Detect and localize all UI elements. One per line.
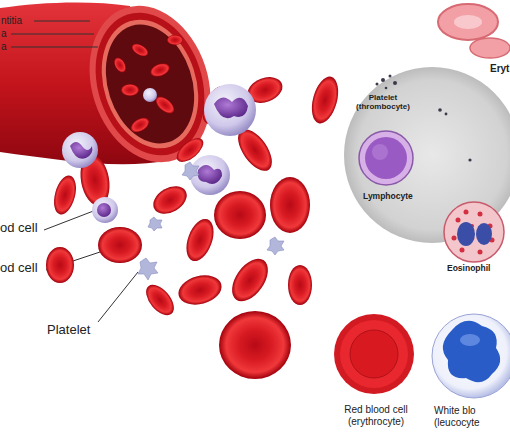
smear-label: Eosinophil xyxy=(447,264,490,274)
layer-label: a xyxy=(1,41,7,53)
cell-caption: Red blood cell (erythrocyte) xyxy=(334,404,418,427)
platelets xyxy=(138,162,284,280)
smear-label: Eryt xyxy=(490,63,509,75)
cell-caption: (leucocyte xyxy=(434,417,480,429)
smear-view xyxy=(344,4,510,262)
blood-vessel xyxy=(0,0,230,178)
cell-label: Platelet xyxy=(47,323,90,338)
layer-label: a xyxy=(1,28,7,40)
red-blood-cells xyxy=(46,73,343,379)
cell-caption: White blo xyxy=(434,405,476,417)
layer-label: ntitia xyxy=(1,15,22,27)
cell-label: od cell xyxy=(0,261,38,276)
cell-label: od cell xyxy=(0,221,38,236)
lumen-cells xyxy=(112,35,183,135)
white-blood-cells xyxy=(62,84,256,223)
smear-label: Platelet (thrombocyte) xyxy=(348,93,418,111)
large-cells xyxy=(334,314,510,398)
leader-lines xyxy=(11,21,138,322)
smear-label: Lymphocyte xyxy=(363,192,413,202)
eosinophil-granules xyxy=(452,210,495,255)
